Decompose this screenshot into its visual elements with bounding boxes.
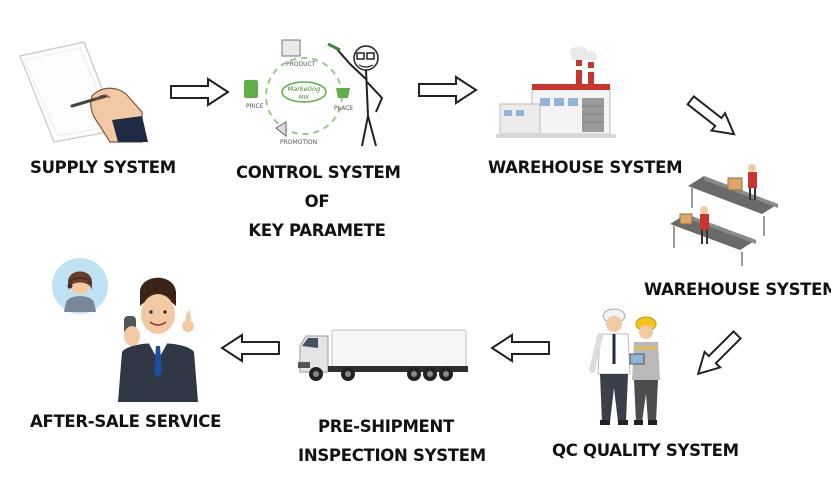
mix-center-text: Marketing: [288, 85, 321, 93]
customer-service-illustration: [52, 258, 198, 402]
arrow-warehouse-to-warehouse: [686, 95, 736, 136]
arrow-supply-to-control: [170, 77, 230, 107]
arrow-control-to-warehouse: [418, 75, 478, 105]
warehouse-system-label-1: WAREHOUSE SYSTEM: [488, 158, 683, 177]
control-system-line1: CONTROL SYSTEM: [236, 163, 401, 182]
qc-engineers-illustration: [589, 308, 660, 425]
truck-illustration: [298, 329, 468, 381]
mix-place-text: PLACE: [334, 105, 353, 112]
pre-shipment-inspection-label: PRE-SHIPMENT INSPECTION SYSTEM: [298, 412, 486, 470]
control-system-label: CONTROL SYSTEM OF KEY PARAMETE: [236, 158, 401, 245]
arrow-preship-to-aftersale: [220, 333, 280, 363]
mix-promotion-text: PROMOTION: [280, 139, 317, 146]
pre-shipment-line1: PRE-SHIPMENT: [318, 417, 454, 436]
arrow-warehouse-to-qc: [696, 329, 743, 376]
warehouse-system-label-2: WAREHOUSE SYSTEM: [644, 280, 831, 299]
factory-illustration: [496, 46, 616, 138]
marketing-mix-illustration: PRODUCT PRICE PLACE PROMOTION Marketing …: [244, 39, 384, 147]
supply-system-label: SUPPLY SYSTEM: [30, 158, 176, 177]
mix-product-text: PRODUCT: [286, 61, 316, 68]
arrow-qc-to-preship: [490, 333, 550, 363]
control-system-line2: OF: [304, 192, 330, 211]
control-system-line3: KEY PARAMETE: [248, 221, 386, 240]
pre-shipment-line2: INSPECTION SYSTEM: [298, 446, 486, 465]
mix-price-text: PRICE: [246, 103, 264, 110]
after-sale-service-label: AFTER-SALE SERVICE: [30, 412, 222, 431]
writing-hand-illustration: [19, 41, 148, 143]
conveyor-warehouse-illustration: [670, 164, 778, 266]
qc-quality-system-label: QC QUALITY SYSTEM: [552, 441, 739, 460]
mix-center-sub-text: MIX: [299, 95, 309, 101]
